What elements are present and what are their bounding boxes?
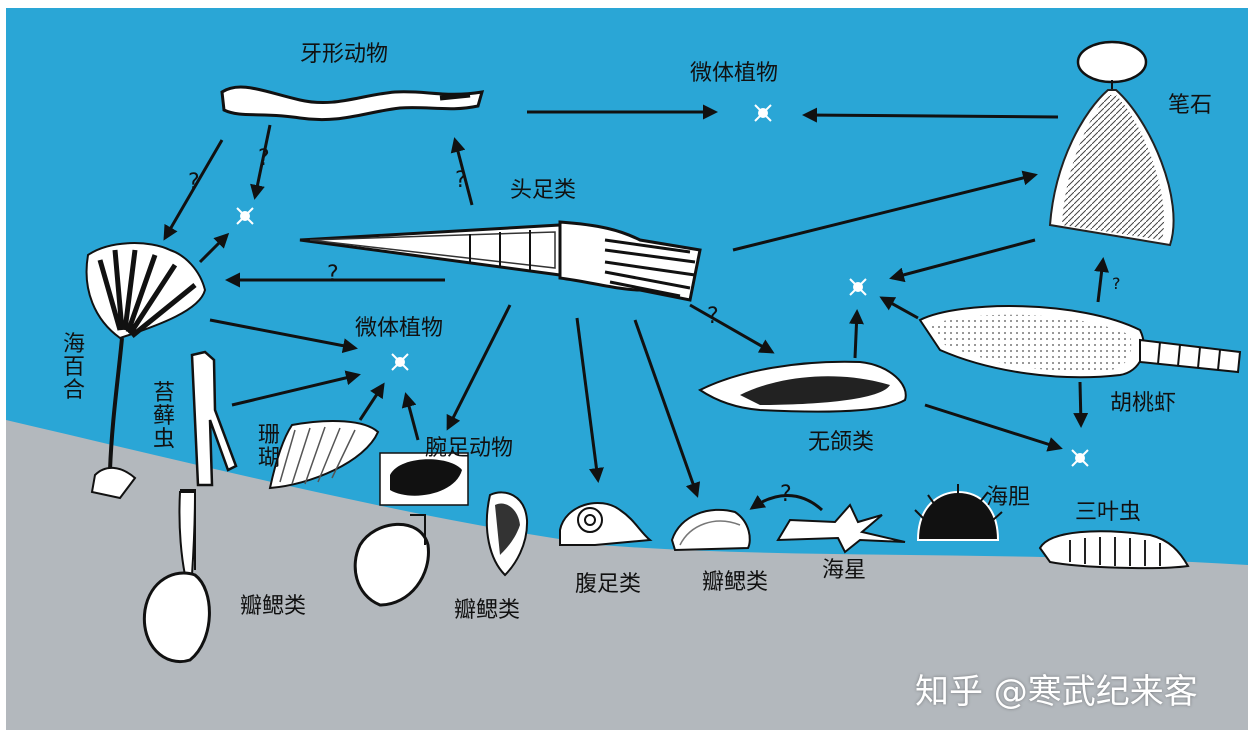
arrow-conodont-to-crinoid — [163, 139, 224, 241]
microplankton-icon-mid — [391, 353, 409, 371]
question-mark: ? — [188, 170, 200, 195]
arrow-cephalopod-to-jawless — [689, 303, 775, 354]
label-microplant-mid: 微体植物 — [355, 316, 444, 341]
bivalve-figure-2 — [353, 514, 430, 607]
gastropod-figure — [559, 501, 653, 546]
label-crinoid: 海百合 — [62, 332, 85, 404]
microplankton-icon-lower — [1071, 449, 1089, 467]
microplankton-icon-right — [849, 278, 867, 296]
bryozoan-figure — [190, 350, 238, 487]
label-sea-urchin: 海胆 — [986, 485, 1031, 510]
brachiopod-figure — [379, 452, 469, 506]
label-starfish: 海星 — [822, 558, 867, 583]
seafloor — [6, 420, 1248, 730]
arrow-jawless-to-micro — [848, 309, 864, 359]
question-mark: ? — [780, 482, 792, 507]
label-bivalve-3: 瓣鳃类 — [702, 570, 769, 595]
arrow-crinoid-to-micro-left — [198, 232, 230, 264]
graptolite-figure — [1048, 40, 1175, 247]
label-trilobite: 三叶虫 — [1075, 500, 1142, 525]
label-jawless: 无颌类 — [808, 430, 875, 455]
bivalve-figure-3 — [485, 491, 529, 577]
phyllocarid-figure — [918, 305, 1242, 379]
arrow-cephalopod-to-brachiopod — [446, 304, 512, 431]
label-graptolite: 笔石 — [1168, 93, 1213, 118]
watermark: 知乎 @寒武纪来客 — [915, 672, 1198, 712]
arrow-brachiopod-to-micro — [401, 392, 420, 441]
arrow-coral-to-micro — [358, 382, 385, 421]
label-bryozoan: 苔藓虫 — [152, 381, 175, 453]
label-gastropod: 腹足类 — [575, 572, 642, 597]
arrow-phyllocarid-to-micro-lower — [1073, 381, 1089, 428]
microplankton-icon-top — [754, 104, 772, 122]
sea-urchin-figure — [914, 484, 1003, 541]
coral-figure — [268, 419, 380, 490]
label-brachiopod: 腕足动物 — [425, 436, 514, 461]
question-mark: ? — [1112, 274, 1121, 293]
bivalve-figure-4 — [670, 508, 751, 552]
question-mark: ? — [455, 168, 467, 193]
question-mark: ? — [707, 304, 719, 329]
arrow-conodont-to-micro-left — [250, 124, 272, 200]
starfish-figure — [776, 503, 906, 554]
arrow-phyllocarid-to-micro — [879, 296, 919, 320]
label-cephalopod: 头足类 — [510, 178, 577, 203]
arrow-phyllocarid-to-graptolite — [1094, 257, 1110, 303]
arrow-starfish-to-bivalve — [749, 494, 824, 512]
trilobite-figure — [1038, 530, 1190, 570]
arrow-cephalopod-to-conodont — [450, 137, 474, 206]
cephalopod-figure — [299, 220, 702, 302]
arrow-graptolite-to-micro-right — [889, 238, 1036, 283]
arrow-cephalopod-to-gastropod — [575, 317, 604, 483]
bivalve-figure-1 — [142, 489, 211, 663]
crinoid-figure — [85, 242, 207, 500]
arrow-crinoid-to-micro — [209, 318, 358, 354]
microplankton-icon-left — [236, 207, 254, 225]
label-phyllocarid: 胡桃虾 — [1110, 391, 1177, 416]
food-web-arrows — [163, 104, 1110, 512]
question-mark: ? — [258, 146, 270, 171]
label-coral: 珊瑚 — [257, 423, 280, 472]
label-microplant-top: 微体植物 — [690, 61, 779, 86]
question-mark: ? — [327, 262, 339, 287]
arrow-cephalopod-to-graptolite — [732, 170, 1038, 252]
arrow-graptolite-to-micro — [802, 107, 1059, 123]
jawless-fish-figure — [698, 360, 907, 413]
conodont-figure — [220, 85, 485, 122]
label-conodont: 牙形动物 — [300, 42, 389, 67]
arrow-bryozoan-to-micro — [231, 370, 361, 407]
label-bivalve-2: 瓣鳃类 — [454, 598, 521, 623]
label-bivalve-1: 瓣鳃类 — [240, 594, 307, 619]
arrow-cephalopod-to-bivalve — [633, 319, 701, 498]
arrow-jawless-to-micro-lower — [924, 403, 1063, 452]
